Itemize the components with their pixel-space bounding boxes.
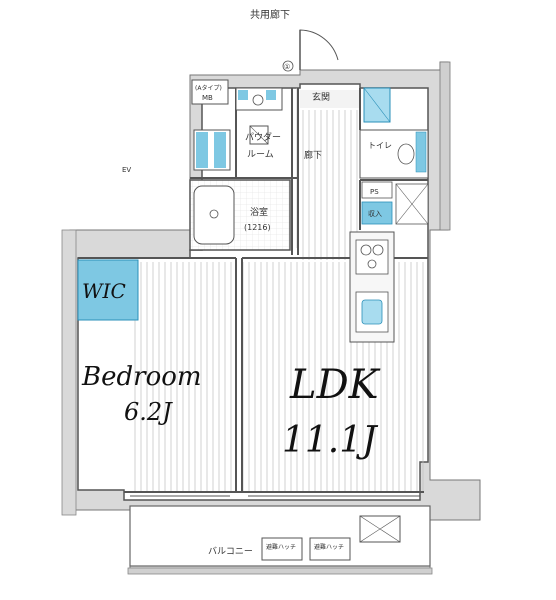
toilet-cabinet — [415, 131, 427, 173]
mb-label: MB — [202, 94, 213, 102]
powder-room-label-2: ルーム — [247, 149, 274, 160]
storage-box — [361, 201, 393, 225]
powder-shelf — [238, 90, 248, 100]
sink-icon — [252, 94, 264, 106]
corridor-upper-floor — [292, 88, 300, 248]
bath-drain-icon — [209, 209, 219, 219]
entrance-door[interactable] — [282, 29, 339, 72]
ps-label: PS — [370, 188, 379, 196]
linen-storage-shelf-2 — [214, 132, 226, 168]
mb-box — [191, 79, 229, 105]
hatch-box-2: 避難ハッチ — [309, 537, 351, 561]
ev-label: EV — [122, 166, 131, 174]
balcony-railing — [127, 567, 433, 575]
entrance-floor — [300, 90, 360, 108]
door-number-label: ① — [284, 63, 290, 71]
bath-size-label: (1216) — [244, 223, 271, 232]
ldk-size-label: 11.1J — [282, 420, 379, 461]
burner-icon — [360, 244, 372, 256]
ldk-floor — [242, 262, 350, 492]
stove — [355, 239, 389, 275]
toilet-icon — [397, 143, 415, 165]
toilet-label: トイレ — [368, 141, 392, 150]
corridor-label: 共用廊下 — [250, 8, 290, 21]
kitchen-sink-bowl — [361, 299, 383, 325]
burner-icon-3 — [367, 259, 377, 269]
wic-box — [77, 259, 139, 321]
hatch-2-label: 避難ハッチ — [314, 543, 344, 551]
bedroom-floor — [130, 262, 236, 492]
entrance-label: 玄関 — [312, 91, 330, 103]
powder-shelf-2 — [266, 90, 276, 100]
storage-label: 収入 — [368, 210, 382, 218]
burner-icon-2 — [372, 244, 384, 256]
ldk-label: LDK — [289, 362, 381, 408]
ps-box — [361, 181, 393, 199]
powder-room-label: パウダー — [245, 131, 281, 143]
wic-label: WIC — [82, 279, 126, 303]
mb-type-label: (Aタイプ) — [195, 84, 222, 92]
bedroom-size-label: 6.2J — [124, 398, 173, 426]
bath-label: 浴室 — [250, 206, 268, 218]
linen-storage-shelf — [196, 132, 208, 168]
door-number-marker — [282, 60, 294, 72]
hatch-1-label: 避難ハッチ — [266, 543, 296, 551]
bedroom-label: Bedroom — [81, 362, 202, 392]
bathtub — [193, 185, 235, 245]
hallway-label: 廊下 — [304, 149, 322, 161]
hatch-box-1: 避難ハッチ — [261, 537, 303, 561]
balcony-label: バルコニー — [208, 546, 253, 557]
